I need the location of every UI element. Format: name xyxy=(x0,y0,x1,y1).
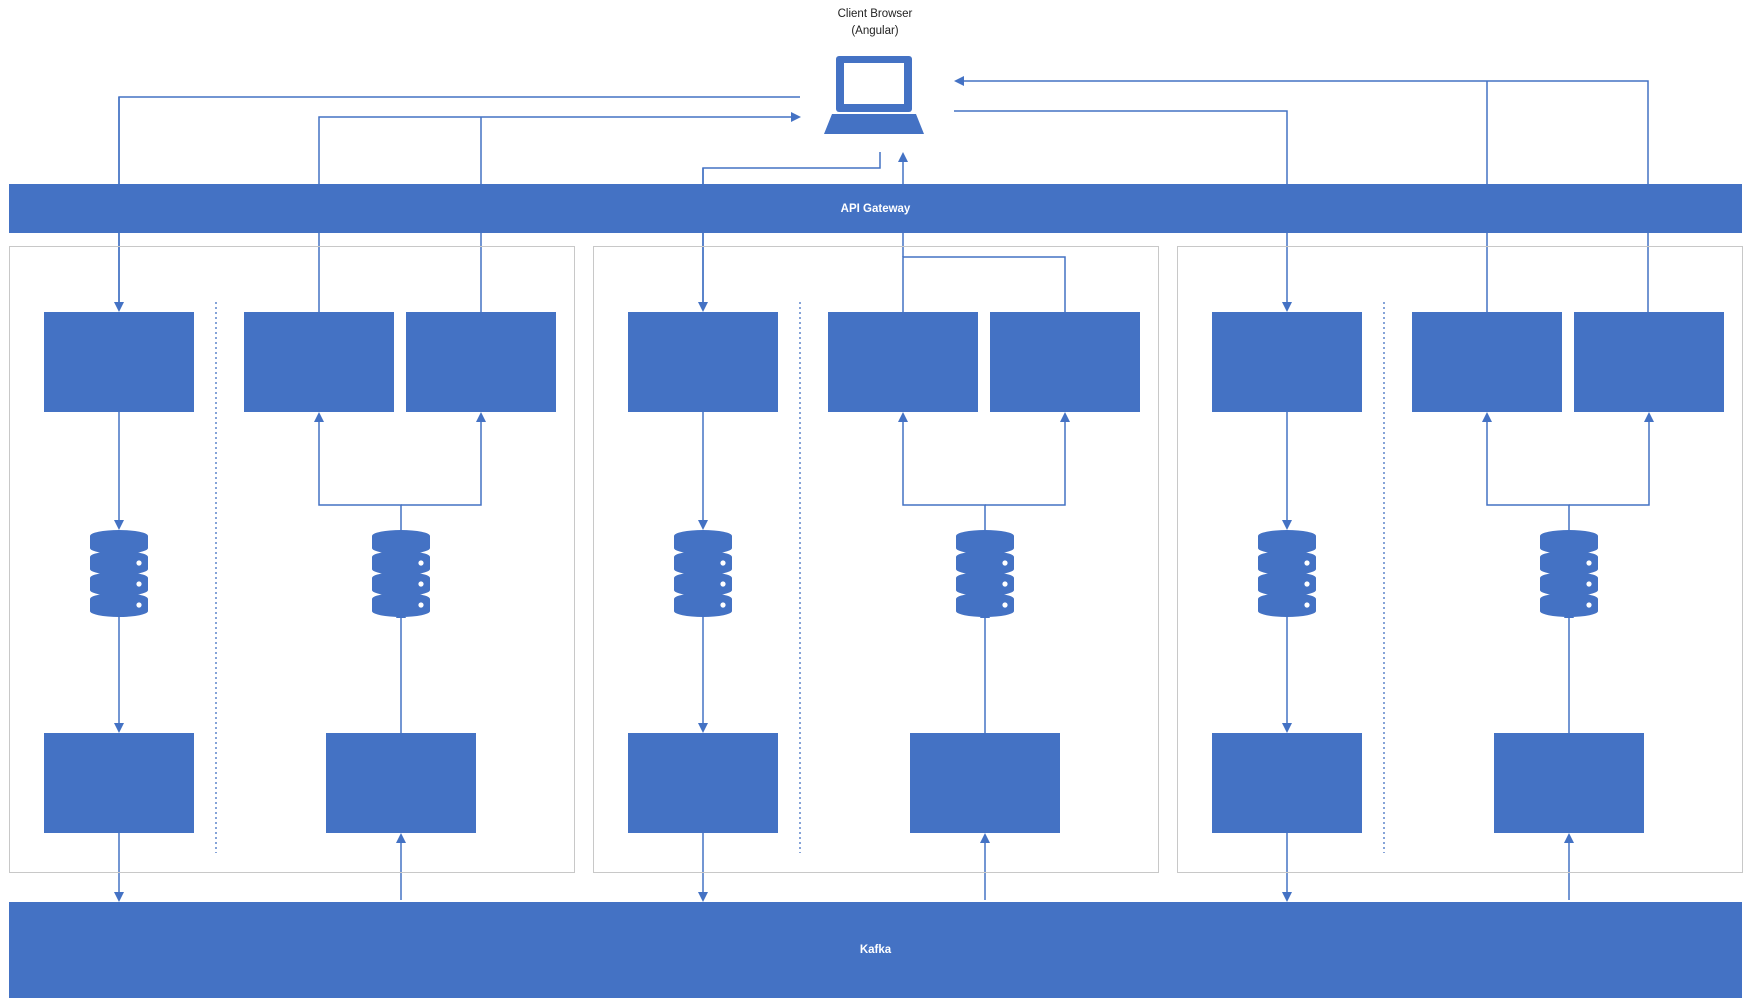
data-projections-database-icon xyxy=(956,530,1014,617)
event-store-database-icon xyxy=(90,530,148,617)
projections-to-live-arrow xyxy=(985,412,1070,506)
service-panel xyxy=(593,246,1159,873)
command-api-box xyxy=(628,312,778,412)
command-api-box xyxy=(1212,312,1362,412)
service3-command-arrow xyxy=(954,110,1292,312)
live-updates-box xyxy=(1574,312,1724,412)
kafka-bar: Kafka xyxy=(9,902,1742,998)
event-handler-box xyxy=(910,733,1060,833)
service2-read-link xyxy=(902,256,1066,312)
service3-live-arrow xyxy=(954,76,1649,312)
laptop-icon xyxy=(824,56,924,134)
command-api-box xyxy=(44,312,194,412)
api-gateway-bar: API Gateway xyxy=(9,184,1742,233)
client-browser-label: Client Browser (Angular) xyxy=(837,8,913,37)
live-updates-box xyxy=(406,312,556,412)
service1-query-link xyxy=(318,112,801,312)
projections-to-live-arrow xyxy=(401,412,486,506)
event-store-database-icon xyxy=(674,530,732,617)
event-publisher-box xyxy=(1212,733,1362,833)
projections-to-query-arrow xyxy=(314,412,402,530)
query-api-box xyxy=(1412,312,1562,412)
event-handler-box xyxy=(326,733,476,833)
event-publisher-box xyxy=(44,733,194,833)
projections-to-query-arrow xyxy=(898,412,986,530)
query-api-box xyxy=(244,312,394,412)
event-store-database-icon xyxy=(1258,530,1316,617)
service-panel xyxy=(1177,246,1743,873)
query-api-box xyxy=(828,312,978,412)
data-projections-database-icon xyxy=(1540,530,1598,617)
service-panel xyxy=(9,246,575,873)
projections-to-live-arrow xyxy=(1569,412,1654,506)
event-handler-box xyxy=(1494,733,1644,833)
event-publisher-box xyxy=(628,733,778,833)
data-projections-database-icon xyxy=(372,530,430,617)
projections-to-query-arrow xyxy=(1482,412,1570,530)
live-updates-box xyxy=(990,312,1140,412)
